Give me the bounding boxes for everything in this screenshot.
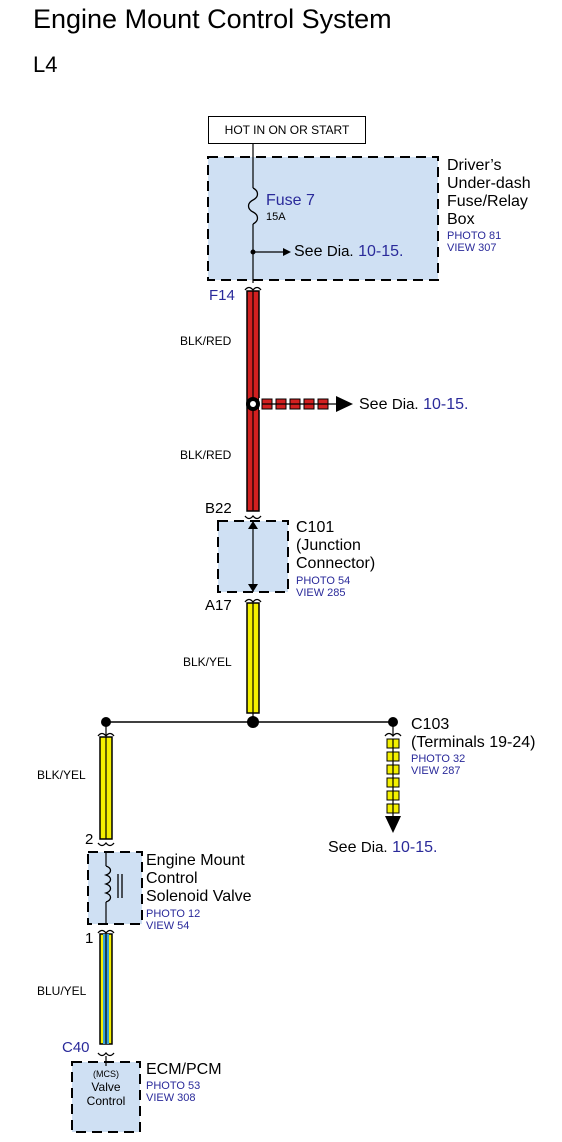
view-ref: VIEW 287: [411, 765, 461, 777]
c103-name-line: C103: [411, 716, 450, 733]
coil-symbol: [103, 865, 112, 903]
c103-arrow-head: [385, 816, 401, 833]
splice-see-ref: See Dia. 10-15.: [359, 396, 468, 414]
c101-name-line: C101: [296, 519, 335, 536]
see-ref: 10-15.: [358, 243, 404, 260]
page-title: Engine Mount Control System: [33, 4, 392, 34]
fuse-box-name-line: Box: [447, 211, 475, 228]
see-dia: Dia.: [326, 243, 354, 260]
photo-ref: PHOTO 12: [146, 908, 201, 920]
c101-name-line: Connector): [296, 555, 376, 572]
pin-solenoid-1: 1: [85, 930, 94, 947]
ecm-inner-line: (MCS): [93, 1069, 119, 1079]
pin-f14: F14: [209, 287, 235, 304]
wire-label-blk-yel-2: BLK/YEL: [37, 768, 86, 782]
c103-photo-ref: PHOTO 32 VIEW 287: [411, 753, 465, 777]
view-ref: VIEW 54: [146, 920, 190, 932]
photo-ref: PHOTO 81: [447, 230, 502, 242]
see-dia: Dia.: [391, 396, 419, 413]
c103-name: C103 (Terminals 19-24): [411, 716, 535, 752]
ecm-inner-line: Control: [86, 1094, 126, 1108]
view-ref: VIEW 307: [447, 242, 497, 254]
fuse-box-outline: [207, 156, 439, 281]
solenoid-name-line: Solenoid Valve: [146, 888, 252, 905]
see-ref: 10-15.: [423, 396, 469, 413]
splice-arrow-head: [336, 396, 353, 412]
fuse-box-see-ref: See Dia. 10-15.: [294, 243, 403, 261]
ecm-photo-ref: PHOTO 53 VIEW 308: [146, 1080, 200, 1104]
fuse-name: Fuse 7: [266, 192, 315, 209]
photo-ref: PHOTO 54: [296, 575, 351, 587]
see-prefix: See: [359, 396, 388, 413]
ecm-inner-line: Valve: [91, 1080, 121, 1094]
ecm-name: ECM/PCM: [146, 1061, 222, 1078]
fuse-box-photo-ref: PHOTO 81 VIEW 307: [447, 230, 501, 254]
c103-see-ref: See Dia. 10-15.: [328, 839, 437, 857]
solenoid-name: Engine Mount Control Solenoid Valve: [146, 852, 252, 906]
view-ref: VIEW 285: [296, 587, 346, 599]
fuse-box-name-line: Under-dash: [447, 175, 531, 192]
wire-label-blk-red-2: BLK/RED: [180, 448, 232, 462]
c101-photo-ref: PHOTO 54 VIEW 285: [296, 575, 350, 599]
c101-name-line: (Junction: [296, 537, 361, 554]
wire-label-blu-yel: BLU/YEL: [37, 984, 87, 998]
photo-ref: PHOTO 32: [411, 753, 466, 765]
pin-b22: B22: [205, 500, 232, 517]
pin-c40: C40: [62, 1039, 90, 1056]
see-ref: 10-15.: [392, 839, 438, 856]
bus-dot-center: [247, 716, 259, 728]
power-source-label: HOT IN ON OR START: [208, 116, 366, 144]
pin-a17: A17: [205, 597, 232, 614]
ecm-inner-label: (MCS) Valve Control: [72, 1068, 140, 1108]
fuse-box-name-line: Fuse/Relay: [447, 193, 528, 210]
solenoid-photo-ref: PHOTO 12 VIEW 54: [146, 908, 200, 932]
view-ref: VIEW 308: [146, 1092, 196, 1104]
wire-label-blk-red-1: BLK/RED: [180, 334, 232, 348]
solenoid-name-line: Control: [146, 870, 198, 887]
photo-ref: PHOTO 53: [146, 1080, 201, 1092]
ecm-box: [71, 1061, 141, 1133]
fuse-box-name: Driver’s Under-dash Fuse/Relay Box: [447, 157, 531, 229]
solenoid-box: [87, 851, 143, 925]
fuse-box-name-line: Driver’s: [447, 157, 502, 174]
fuse-rating: 15A: [266, 211, 286, 223]
see-prefix: See: [294, 243, 323, 260]
see-prefix: See: [328, 839, 357, 856]
c101-name: C101 (Junction Connector): [296, 519, 375, 573]
pin-solenoid-2: 2: [85, 831, 94, 848]
page-subtitle: L4: [33, 52, 58, 77]
fuse-symbol: [247, 187, 259, 225]
solenoid-name-line: Engine Mount: [146, 852, 245, 869]
c103-name-line: (Terminals 19-24): [411, 734, 536, 751]
see-arrow-head: [283, 248, 291, 256]
wire-label-blk-yel-1: BLK/YEL: [183, 655, 232, 669]
see-dia: Dia.: [360, 839, 388, 856]
